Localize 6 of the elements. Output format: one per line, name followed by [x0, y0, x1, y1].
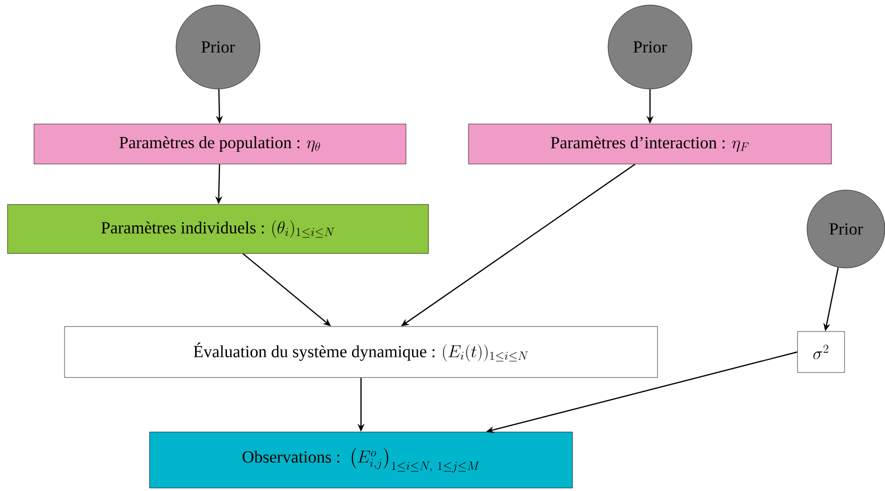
parameter-box: $\text{Paramètres de population : }\eta_{\theta}$ — [34, 124, 406, 164]
parameter-box: $\text{Observations : }\left(E^{o}_{i,j}\right)_{1\leq i\leq N,\ 1\leq j\leq M}$ — [149, 432, 573, 488]
parameter-box: $\sigma^{2}$ — [797, 331, 845, 373]
parameter-box: $\text{Évaluation du système dynamique : }(E_{i}(t))_{1\leq i\leq N}$ — [64, 326, 658, 378]
parameter-box: $\text{Paramètres individuels : }(\theta_{i})_{1\leq i\leq N}$ — [7, 204, 429, 254]
parameter-box: $\text{Paramètres d’interaction : }\eta_{F}$ — [468, 124, 832, 164]
